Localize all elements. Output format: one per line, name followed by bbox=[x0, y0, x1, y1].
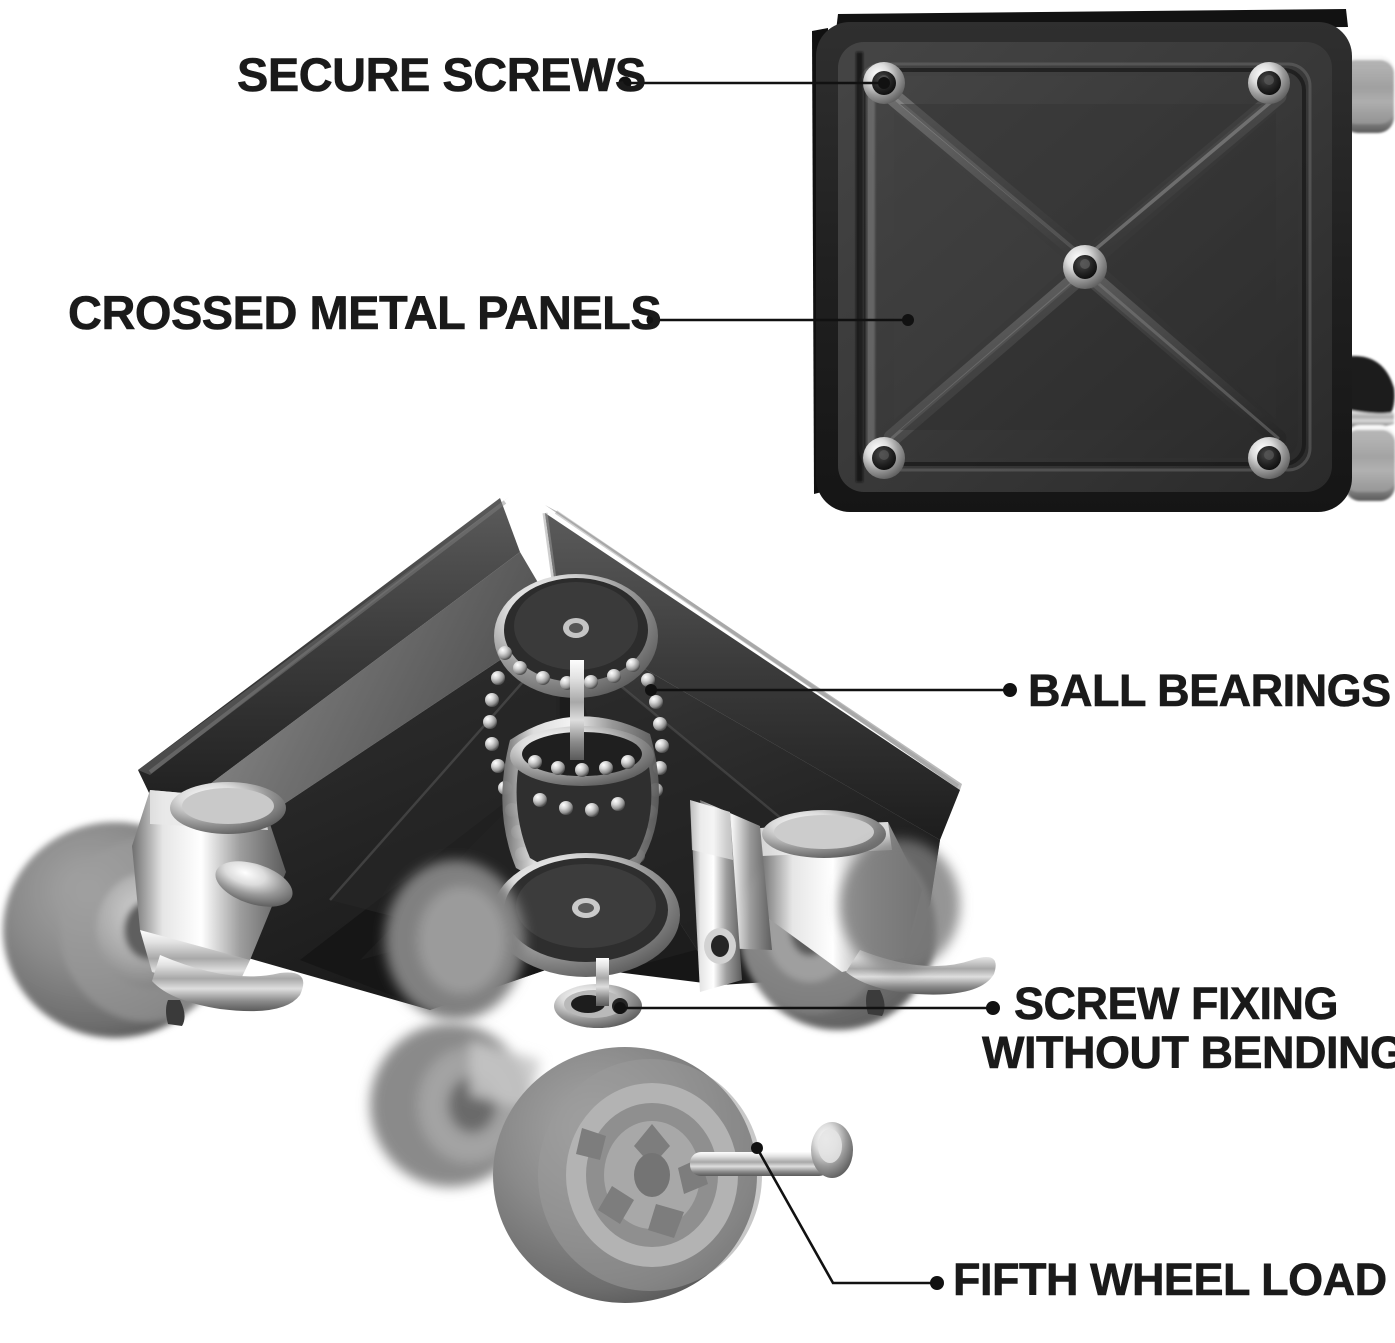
bearing-plate-lower bbox=[492, 853, 680, 977]
callout-label-line-2: WITHOUT BENDING bbox=[982, 1026, 1395, 1078]
bearing-balls-inner bbox=[528, 755, 635, 817]
crossed-metal-ribs bbox=[883, 87, 1287, 447]
callout-label-line-1: SCREW FIXING bbox=[1014, 978, 1339, 1029]
fifth-wheel bbox=[493, 1047, 853, 1303]
caster-lower-left-blurred bbox=[370, 1023, 540, 1187]
callout-label-crossed-metal-panels: CROSSED METAL PANELS bbox=[68, 286, 662, 339]
bearing-balls-upper bbox=[498, 646, 640, 690]
callout-label-screw-fixing-without-bending: SCREW FIXING WITHOUT BENDING bbox=[982, 978, 1395, 1077]
center-screw bbox=[1063, 245, 1107, 289]
ball-bearing-assembly bbox=[483, 574, 742, 1028]
screw-fixing-boss bbox=[554, 958, 642, 1028]
corner-screws bbox=[863, 62, 1290, 479]
callout-label-ball-bearings: BALL BEARINGS bbox=[1028, 665, 1392, 716]
base-plate-underside-render bbox=[812, 9, 1395, 512]
caster-middle-blurred bbox=[385, 860, 525, 1020]
caster-back-right bbox=[840, 839, 960, 971]
caster-left bbox=[3, 782, 304, 1038]
bearing-plate-upper bbox=[494, 574, 658, 698]
callout-label-secure-screws: SECURE SCREWS bbox=[237, 48, 647, 101]
dolly-underside-render bbox=[3, 492, 996, 1303]
callout-label-fifth-wheel-load: FIFTH WHEEL LOAD bbox=[953, 1254, 1388, 1305]
